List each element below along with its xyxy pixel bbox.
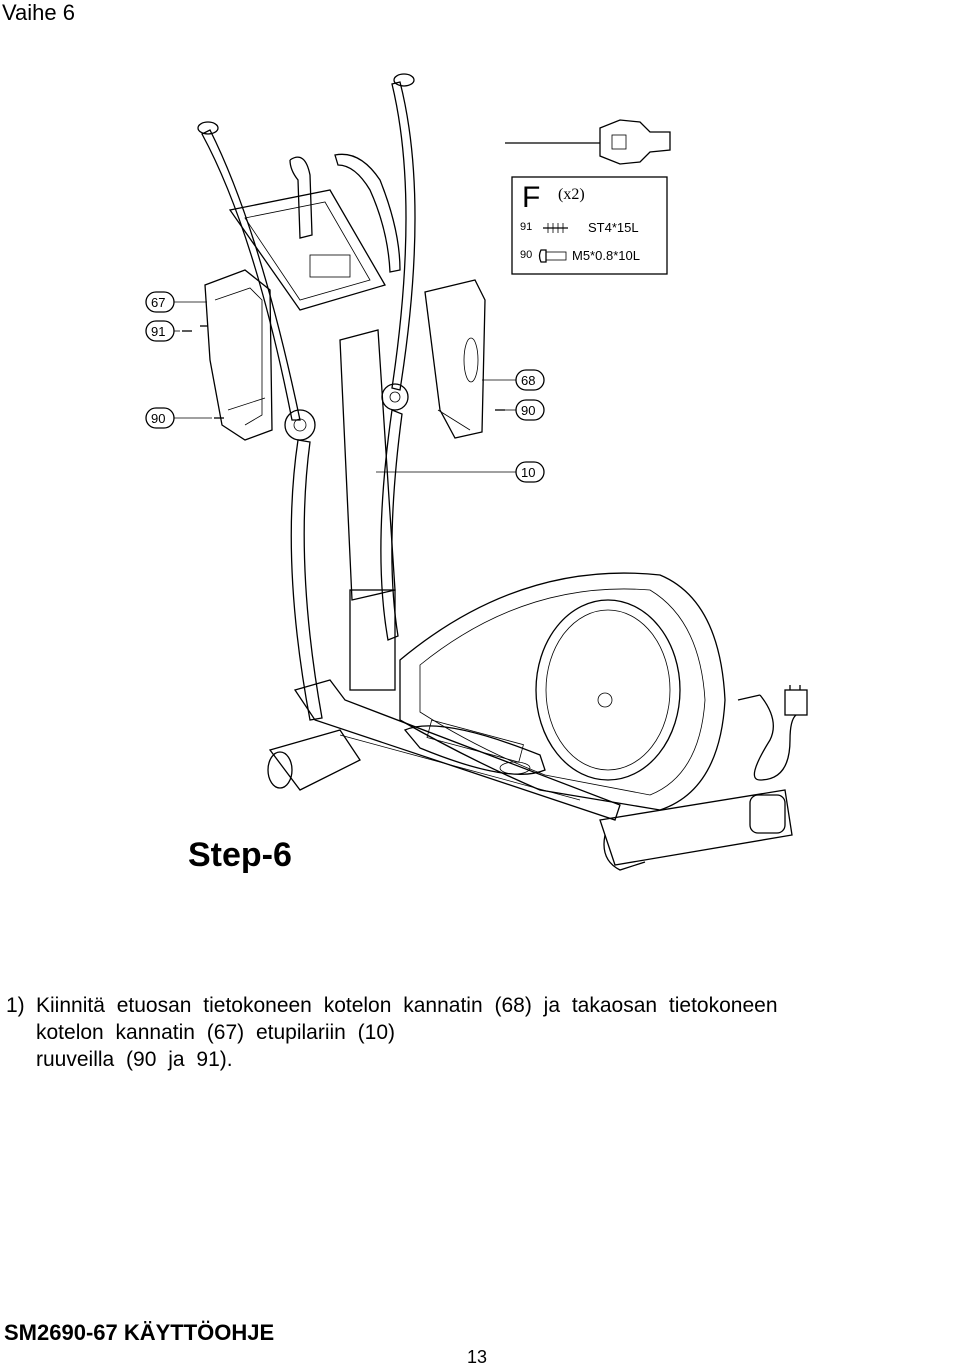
wrench-tool-illustration bbox=[505, 119, 671, 165]
power-adapter-drawing bbox=[737, 685, 808, 781]
bracket-67-drawing bbox=[204, 269, 273, 441]
instruction-block: 1) Kiinnitä etuosan tietokoneen kotelon k… bbox=[6, 992, 951, 1073]
callout-90-right: 90 bbox=[505, 399, 545, 421]
instruction-text-3: ruuveilla (90 ja 91). bbox=[36, 1048, 233, 1071]
callout-90-left: 90 bbox=[145, 407, 212, 429]
lower-arms-drawing bbox=[290, 409, 403, 721]
step-header: Vaihe 6 bbox=[2, 0, 75, 25]
assembly-diagram: F (x2) 91 ST4*15L 90 M5*0.8*10L 67 91 90 bbox=[145, 73, 808, 871]
instruction-text-2: kotelon kannatin (67) etupilariin (10) bbox=[36, 1021, 396, 1044]
callout-68: 68 bbox=[482, 369, 545, 391]
pedals-drawing bbox=[403, 719, 546, 775]
svg-text:91: 91 bbox=[151, 324, 165, 339]
svg-text:90: 90 bbox=[151, 411, 165, 426]
manual-title: SM2690-67 KÄYTTÖOHJE bbox=[4, 1320, 275, 1345]
instruction-number: 1) bbox=[6, 994, 25, 1017]
screw-90-drawing bbox=[214, 409, 505, 419]
bracket-68-drawing bbox=[424, 279, 486, 439]
front-post-10-drawing bbox=[339, 329, 396, 691]
instruction-text-1: Kiinnitä etuosan tietokoneen kotelon kan… bbox=[36, 994, 778, 1017]
page-number: 13 bbox=[467, 1347, 488, 1367]
callout-67: 67 bbox=[145, 291, 207, 313]
screw-icon bbox=[543, 223, 568, 233]
svg-text:90: 90 bbox=[521, 403, 535, 418]
hardware-spec-91: ST4*15L bbox=[588, 220, 639, 235]
hardware-part-90: 90 bbox=[520, 249, 532, 261]
hardware-box: F (x2) 91 ST4*15L 90 M5*0.8*10L bbox=[511, 176, 668, 275]
step-title: Step-6 bbox=[188, 836, 292, 874]
svg-text:10: 10 bbox=[521, 465, 535, 480]
bolt-icon bbox=[538, 249, 567, 263]
screw-91-drawing bbox=[182, 325, 208, 332]
base-frame-drawing bbox=[267, 679, 793, 871]
hardware-group-letter: F bbox=[522, 181, 540, 214]
hardware-part-91: 91 bbox=[520, 221, 532, 233]
handlebars-drawing bbox=[197, 73, 416, 421]
callout-91: 91 bbox=[145, 320, 180, 342]
callout-10: 10 bbox=[376, 461, 545, 483]
svg-text:68: 68 bbox=[521, 373, 535, 388]
console-drawing bbox=[228, 189, 386, 311]
instruction-line-1: 1) Kiinnitä etuosan tietokoneen kotelon k… bbox=[6, 992, 951, 1019]
svg-text:67: 67 bbox=[151, 295, 165, 310]
hardware-spec-90: M5*0.8*10L bbox=[572, 248, 640, 263]
flywheel-housing-drawing bbox=[399, 572, 726, 811]
hardware-quantity: (x2) bbox=[558, 186, 585, 203]
